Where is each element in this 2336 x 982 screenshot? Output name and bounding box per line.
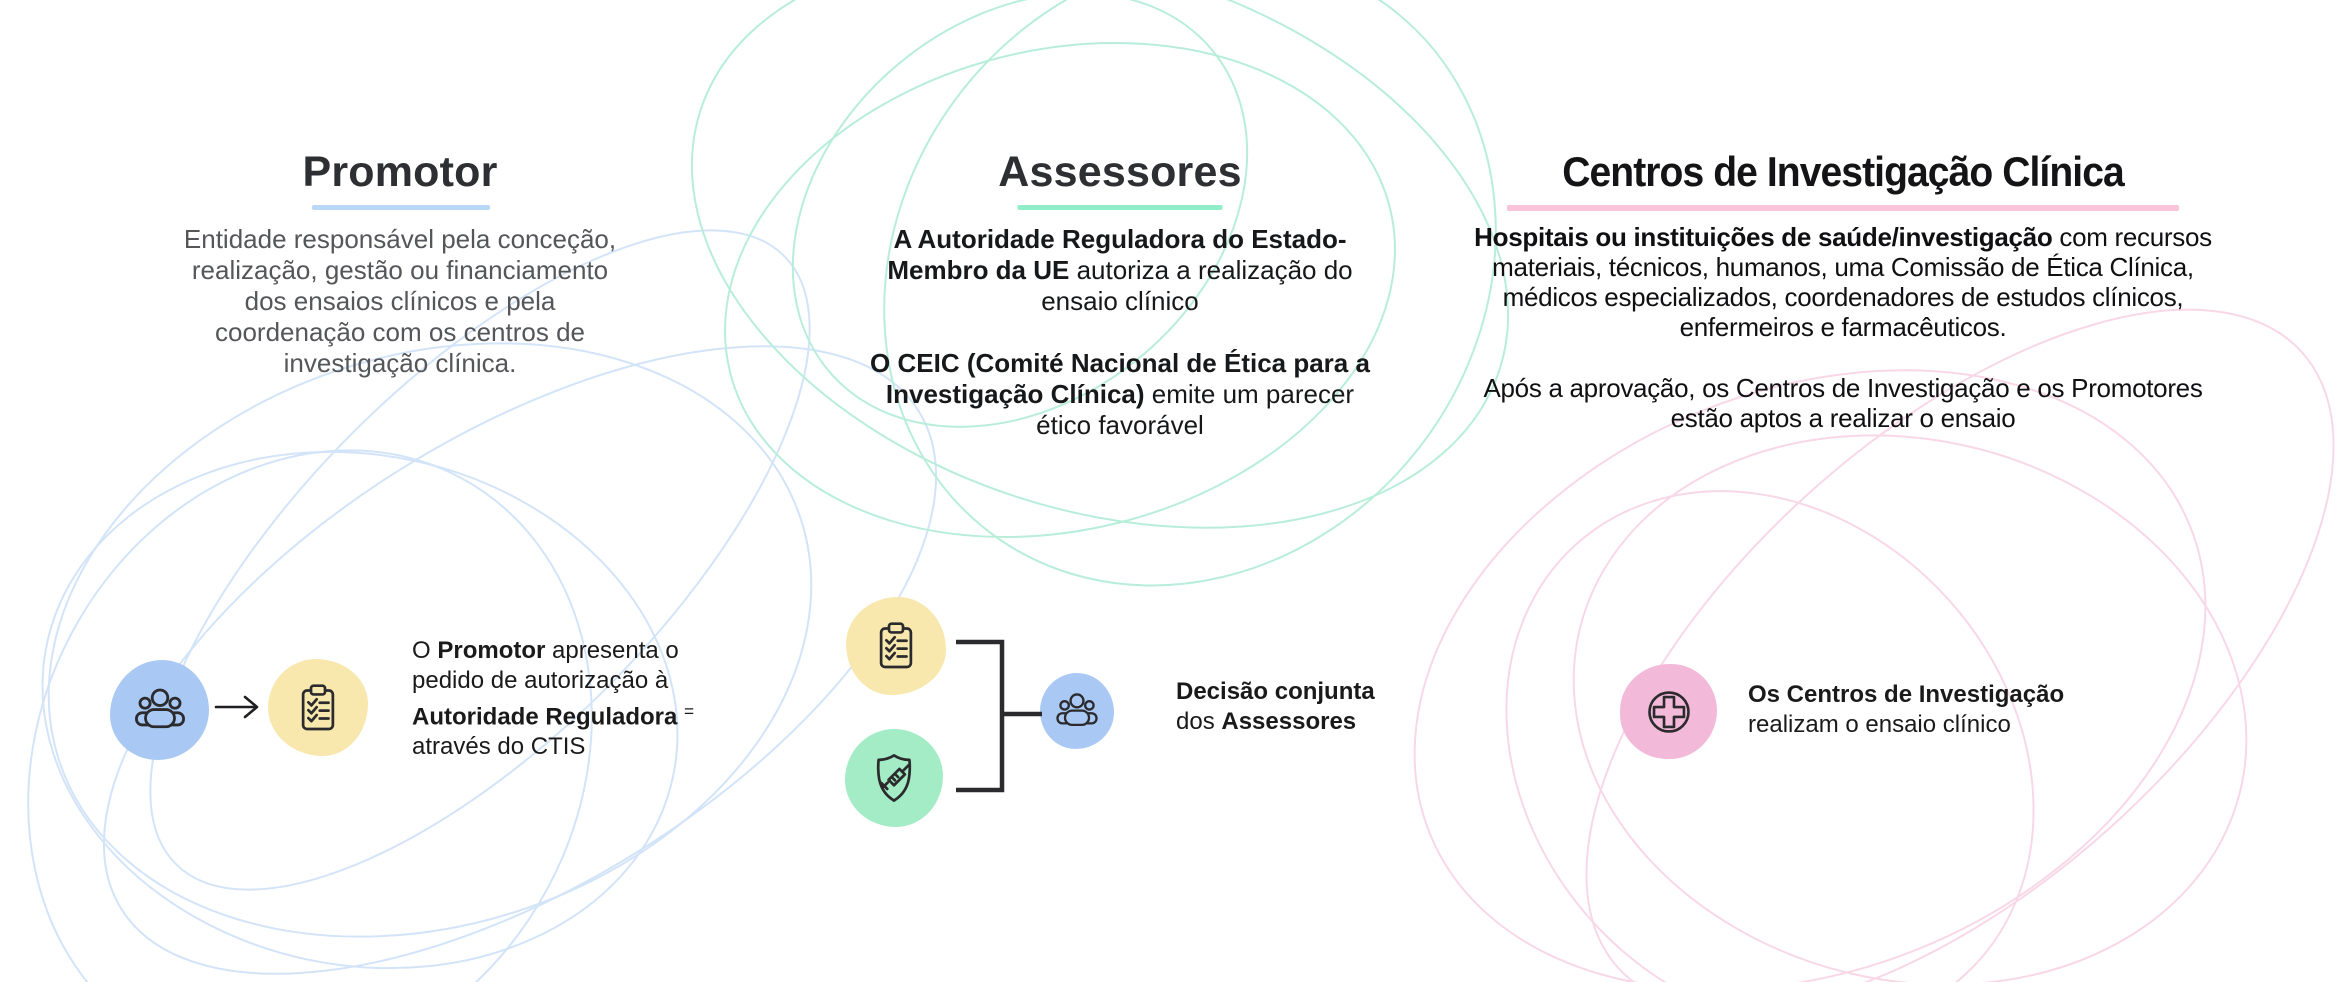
centros-step-caption: Os Centros de Investigação realizam o en… — [1748, 681, 2065, 738]
centros-title: Centros de Investigação Clínica — [1562, 148, 2125, 195]
shield-syringe-icon — [876, 753, 912, 803]
assessores-paragraph-2: O CEIC (Comité Nacional de Ética para a … — [870, 348, 1370, 440]
assessores-title: Assessores — [998, 148, 1242, 196]
shield-blob — [845, 729, 943, 827]
centros-paragraph-1: Hospitais ou instituições de saúde/inves… — [1474, 222, 2212, 342]
assessores-paragraph-1: A Autoridade Reguladora do Estado-Membro… — [887, 224, 1353, 316]
promotor-step-caption: O Promotor apresenta o pedido de autoriz… — [412, 637, 694, 761]
people-group-icon — [1056, 693, 1098, 727]
centros-description: Hospitais ou instituições de saúde/inves… — [1473, 222, 2213, 433]
bracket-connector — [956, 639, 1042, 793]
clipboard-checklist-icon — [301, 683, 335, 730]
arrow-right-icon — [214, 695, 259, 719]
people-blob — [110, 660, 209, 760]
mint-loops — [690, 0, 1510, 587]
clipboard-blob — [268, 659, 368, 756]
people-blob-2 — [1040, 673, 1114, 749]
assessores-description: A Autoridade Reguladora do Estado-Membro… — [870, 224, 1370, 441]
promotor-paragraph: Entidade responsável pela conceção, real… — [183, 224, 617, 378]
promotor-underline — [312, 205, 490, 210]
promotor-title: Promotor — [302, 148, 498, 196]
medical-cross-icon — [1647, 690, 1690, 733]
centros-underline — [1507, 205, 2179, 211]
promotor-description: Entidade responsável pela conceção, real… — [175, 224, 625, 379]
people-group-icon — [134, 688, 185, 729]
clipboard-checklist-icon — [879, 622, 913, 669]
centros-paragraph-2: Após a aprovação, os Centros de Investig… — [1483, 373, 2203, 433]
pink-loops — [1413, 308, 2335, 982]
joint-decision-caption: Decisão conjunta dos Assessores — [1176, 678, 1375, 735]
clipboard-blob-2 — [846, 597, 946, 695]
assessores-underline — [1017, 205, 1223, 210]
medical-cross-blob — [1620, 664, 1717, 759]
blue-loops — [27, 229, 938, 982]
